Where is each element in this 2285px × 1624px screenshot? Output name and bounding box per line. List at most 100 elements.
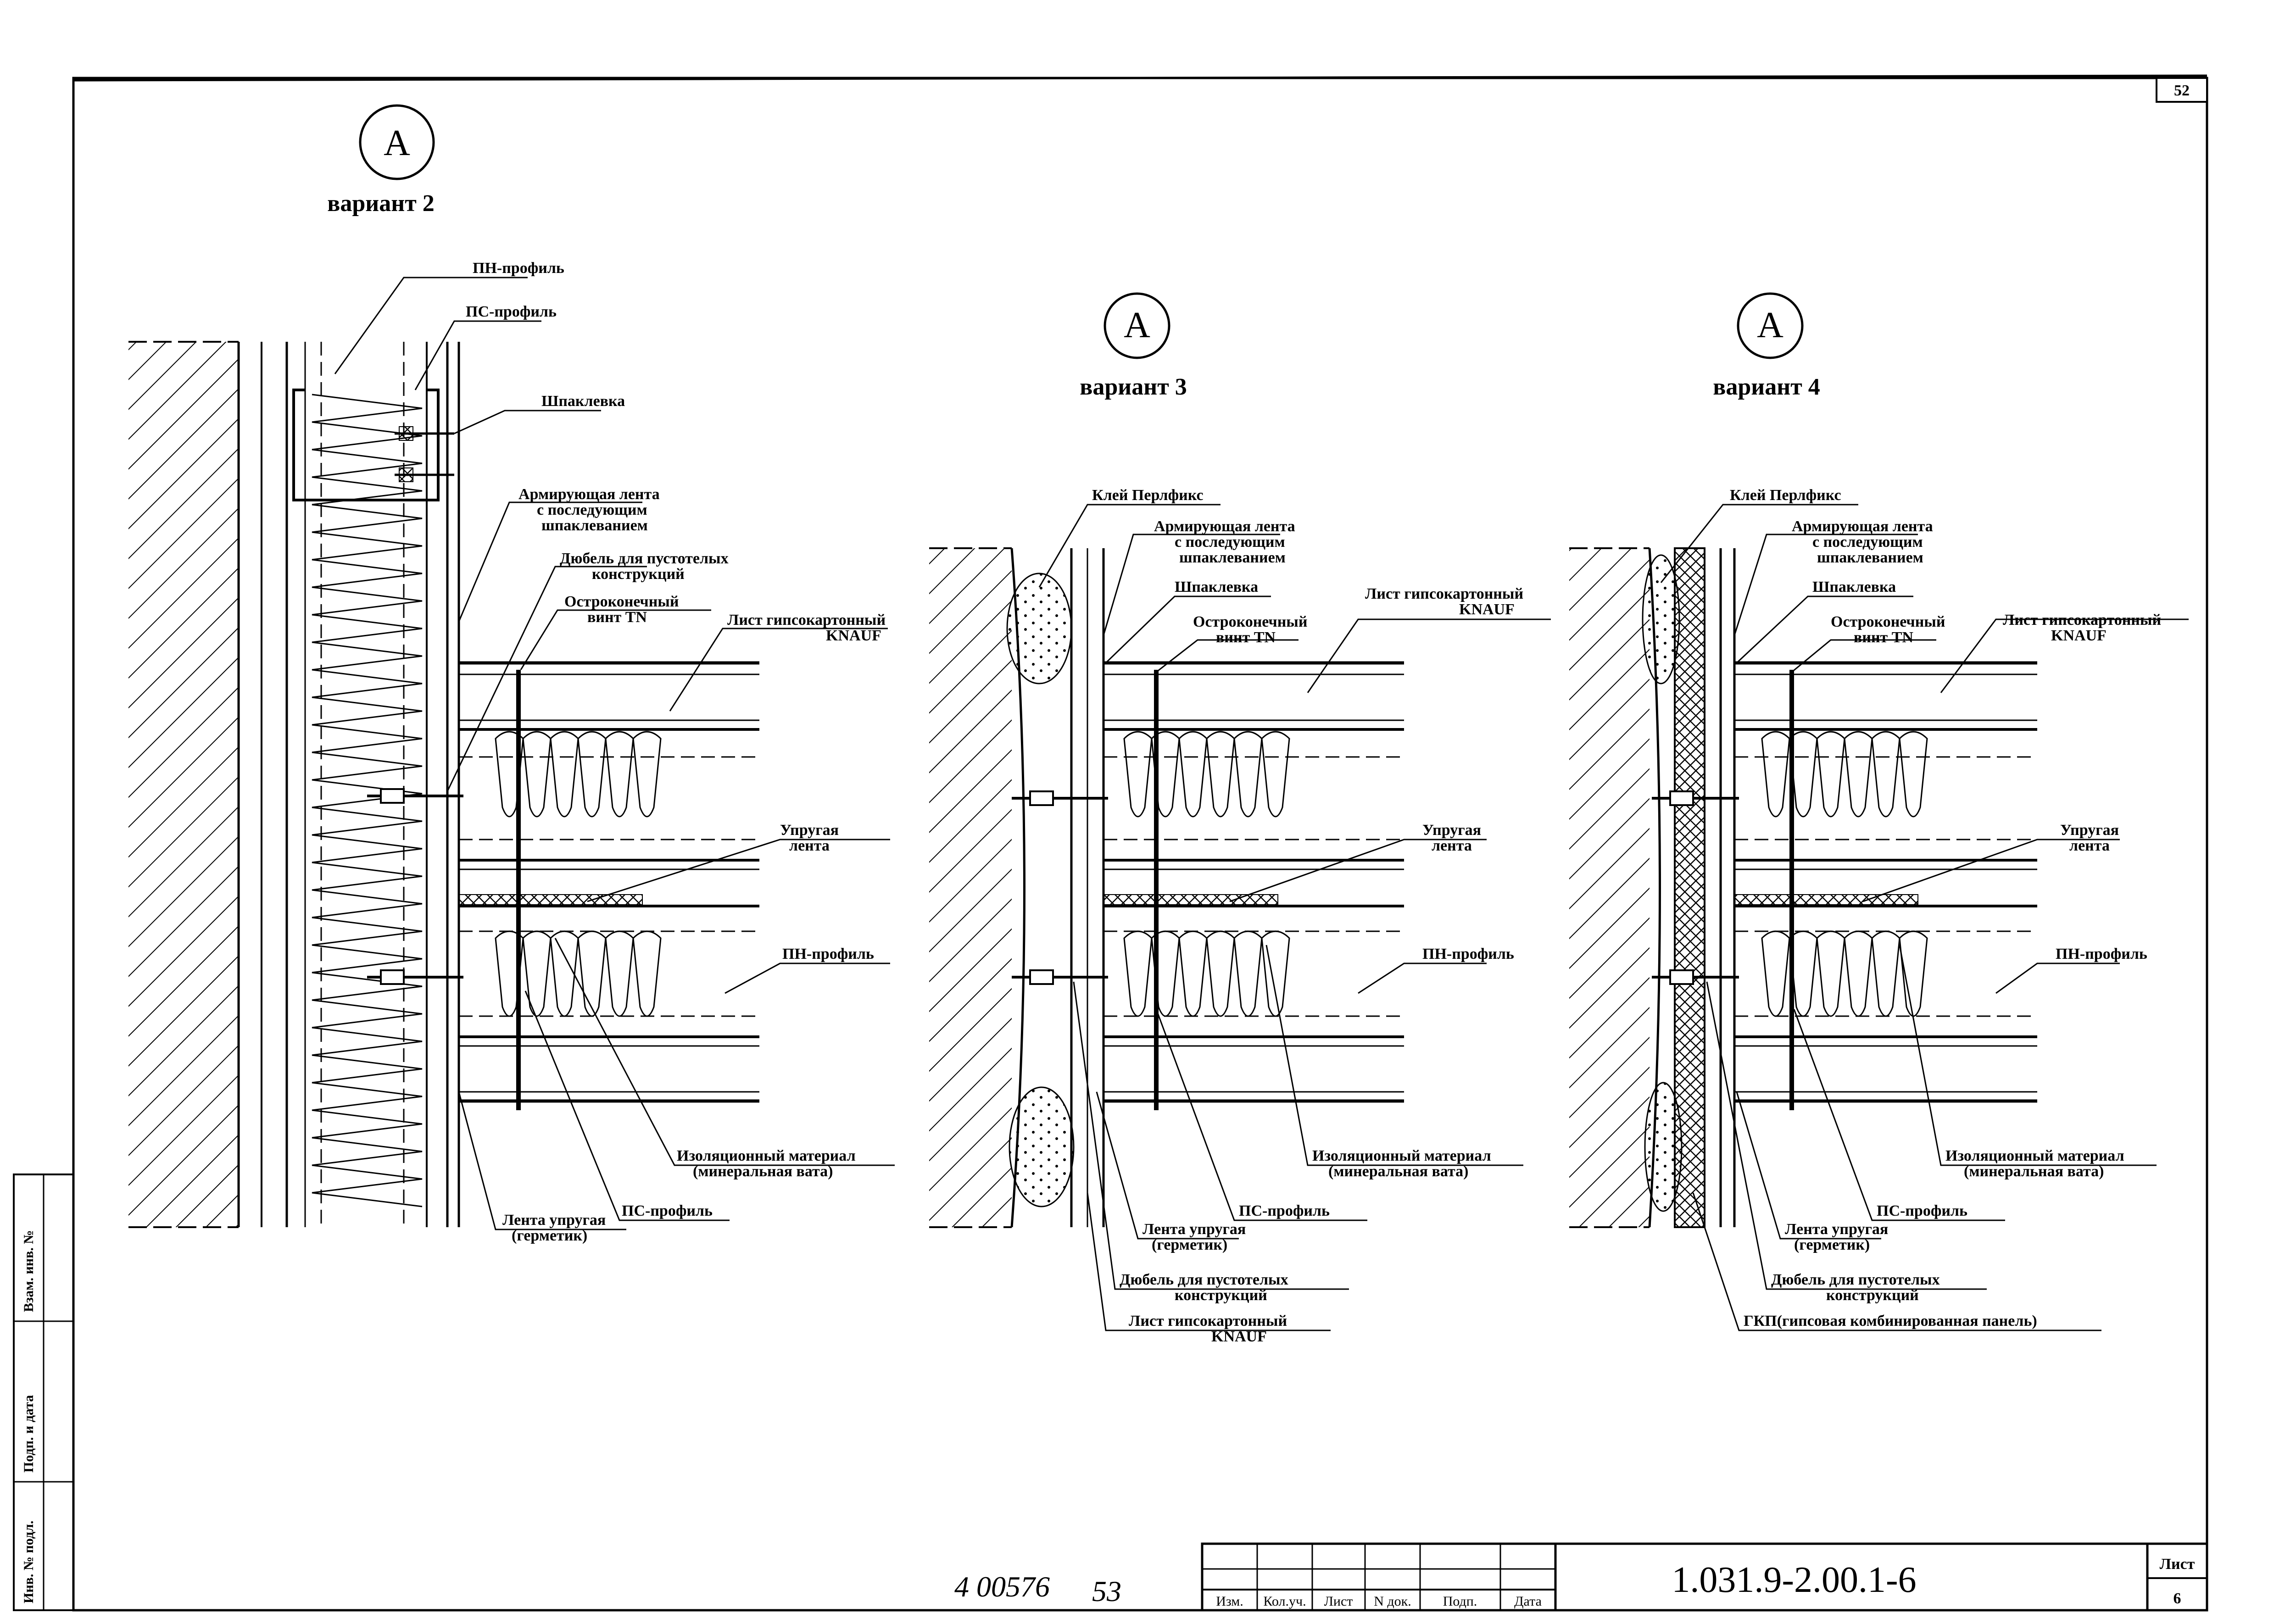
v2-label-elastic-1: Упругая xyxy=(780,822,839,839)
tb-col-6: Дата xyxy=(1514,1594,1542,1609)
document-code: 1.031.9-2.00.1-6 xyxy=(1672,1560,1916,1600)
sheet-number: 6 xyxy=(2174,1590,2181,1607)
v3-label-seal-2: (герметик) xyxy=(1152,1236,1227,1253)
tb-col-5: Подп. xyxy=(1443,1594,1477,1609)
v4-label-elastic-2: лента xyxy=(2069,837,2110,854)
sheet-label: Лист xyxy=(2160,1556,2195,1573)
v2-label-board-1: Лист гипсокартонный xyxy=(727,612,886,628)
v3-label-screw-2: винт TN xyxy=(1216,629,1276,646)
v4-label-elastic-1: Упругая xyxy=(2060,822,2119,839)
v2-label-dowel-1: Дюбель для пустотелых xyxy=(560,550,729,567)
v3-label-screw-1: Остроконечный xyxy=(1193,613,1307,630)
v4-label-tape-1: Армирующая лента xyxy=(1792,518,1933,535)
title-block: Изм. Кол.уч. Лист N док. Подп. Дата 1.03… xyxy=(1201,1542,2208,1612)
v2-label-putty: Шпаклевка xyxy=(541,393,625,410)
v4-label-seal-1: Лента упругая xyxy=(1785,1221,1888,1238)
v4-label-board-1: Лист гипсокартонный xyxy=(2003,612,2161,628)
variant-3-marker-letter: A xyxy=(1124,305,1150,345)
page-number: 52 xyxy=(2174,82,2190,99)
v4-gkp-panel xyxy=(1674,547,1705,1228)
variant-3-marker xyxy=(1103,292,1170,359)
v2-label-tape-2: с последующим xyxy=(537,501,647,518)
tb-col-3: Лист xyxy=(1324,1594,1353,1609)
side-field-2: Подп. и дата xyxy=(21,1395,36,1473)
v2-masonry xyxy=(128,342,239,1227)
v2-label-ps-bottom: ПС-профиль xyxy=(622,1202,713,1219)
v2-label-seal-2: (герметик) xyxy=(512,1227,587,1244)
variant-2-title: вариант 2 xyxy=(327,190,434,217)
v3-label-board-b2: KNAUF xyxy=(1211,1328,1267,1345)
v2-label-dowel-2: конструкций xyxy=(592,566,685,583)
v3-label-tape-3: шпаклеванием xyxy=(1179,549,1286,566)
v3-label-board-2: KNAUF xyxy=(1459,601,1515,618)
v4-label-board-2: KNAUF xyxy=(2051,627,2107,644)
v4-label-ps-bottom: ПС-профиль xyxy=(1877,1202,1967,1219)
v4-label-screw-2: винт TN xyxy=(1854,629,1913,646)
v2-label-ps-top: ПС-профиль xyxy=(466,303,557,320)
variant-3-title: вариант 3 xyxy=(1080,374,1187,400)
v2-label-insul-1: Изоляционный материал xyxy=(677,1147,856,1164)
v3-label-elastic-1: Упругая xyxy=(1422,822,1481,839)
v4-label-pn-mid: ПН-профиль xyxy=(2056,945,2147,962)
v2-label-screw-1: Остроконечный xyxy=(564,593,679,610)
v3-masonry xyxy=(929,548,1012,1227)
v4-label-insul-1: Изоляционный материал xyxy=(1945,1147,2124,1164)
v3-glue-bottom xyxy=(1009,1086,1075,1207)
variant-4-title: вариант 4 xyxy=(1713,374,1820,400)
variant-3-detail: A вариант 3 xyxy=(929,292,1551,1345)
v2-label-board-2: KNAUF xyxy=(826,627,881,644)
v3-label-ps-bottom: ПС-профиль xyxy=(1239,1202,1330,1219)
v2-partition xyxy=(367,661,759,1110)
v3-label-insul-2: (минеральная вата) xyxy=(1328,1163,1468,1180)
v3-label-putty: Шпаклевка xyxy=(1175,578,1258,595)
v3-label-glue: Клей Перлфикс xyxy=(1092,487,1204,504)
v2-label-elastic-2: лента xyxy=(789,837,830,854)
v4-partition xyxy=(1652,661,2037,1110)
page-number-box xyxy=(2156,77,2208,103)
v3-label-tape-2: с последующим xyxy=(1175,534,1285,551)
variant-2-marker-letter: A xyxy=(384,123,410,163)
side-field-3: Инв. № подл. xyxy=(21,1521,36,1603)
v3-glue-top xyxy=(1006,573,1072,684)
variant-4-detail: A вариант 4 xyxy=(1569,292,2189,1331)
v3-label-board-b1: Лист гипсокартонный xyxy=(1129,1313,1287,1329)
side-field-1: Взам. инв. № xyxy=(21,1230,36,1312)
v4-label-putty: Шпаклевка xyxy=(1812,578,1896,595)
v4-label-dowel-2: конструкций xyxy=(1826,1287,1919,1304)
v2-label-insul-2: (минеральная вата) xyxy=(693,1163,833,1180)
v4-label-tape-3: шпаклеванием xyxy=(1817,549,1923,566)
v4-label-gkp: ГКП(гипсовая комбинированная панель) xyxy=(1744,1313,2037,1329)
variant-2-detail: A вариант 2 xyxy=(128,104,895,1244)
v3-label-insul-1: Изоляционный материал xyxy=(1312,1147,1491,1164)
v4-label-screw-1: Остроконечный xyxy=(1831,613,1945,630)
tb-col-2: Кол.уч. xyxy=(1263,1594,1306,1609)
v3-label-board-1: Лист гипсокартонный xyxy=(1365,585,1523,602)
v4-label-seal-2: (герметик) xyxy=(1794,1236,1870,1253)
v3-label-tape-1: Армирующая лента xyxy=(1154,518,1295,535)
variant-4-marker xyxy=(1737,292,1804,359)
v4-label-glue: Клей Перлфикс xyxy=(1730,487,1841,504)
handwritten-number: 4 00576 xyxy=(954,1570,1050,1603)
v2-label-tape-3: шпаклеванием xyxy=(541,517,648,534)
v4-label-dowel-1: Дюбель для пустотелых xyxy=(1771,1271,1940,1288)
v4-label-insul-2: (минеральная вата) xyxy=(1964,1163,2104,1180)
v3-label-elastic-2: лента xyxy=(1432,837,1472,854)
v4-masonry xyxy=(1569,548,1650,1227)
side-stamp: Взам. инв. № Подп. и дата Инв. № подл. xyxy=(13,1174,74,1611)
v3-label-dowel-1: Дюбель для пустотелых xyxy=(1120,1271,1288,1288)
v2-label-pn-top: ПН-профиль xyxy=(473,260,564,277)
v4-label-tape-2: с последующим xyxy=(1812,534,1923,551)
v3-label-pn-mid: ПН-профиль xyxy=(1422,945,1514,962)
variant-2-marker xyxy=(359,104,435,180)
v3-label-dowel-2: конструкций xyxy=(1175,1287,1267,1304)
tb-col-1: Изм. xyxy=(1216,1594,1243,1609)
v2-label-tape-1: Армирующая лента xyxy=(518,486,660,503)
v2-label-screw-2: винт TN xyxy=(587,609,647,626)
variant-4-marker-letter: A xyxy=(1757,305,1783,345)
v3-label-seal-1: Лента упругая xyxy=(1142,1221,1246,1238)
handwritten-page: 53 xyxy=(1092,1575,1121,1607)
v3-partition xyxy=(1012,661,1404,1110)
v2-label-pn-mid: ПН-профиль xyxy=(782,945,874,962)
